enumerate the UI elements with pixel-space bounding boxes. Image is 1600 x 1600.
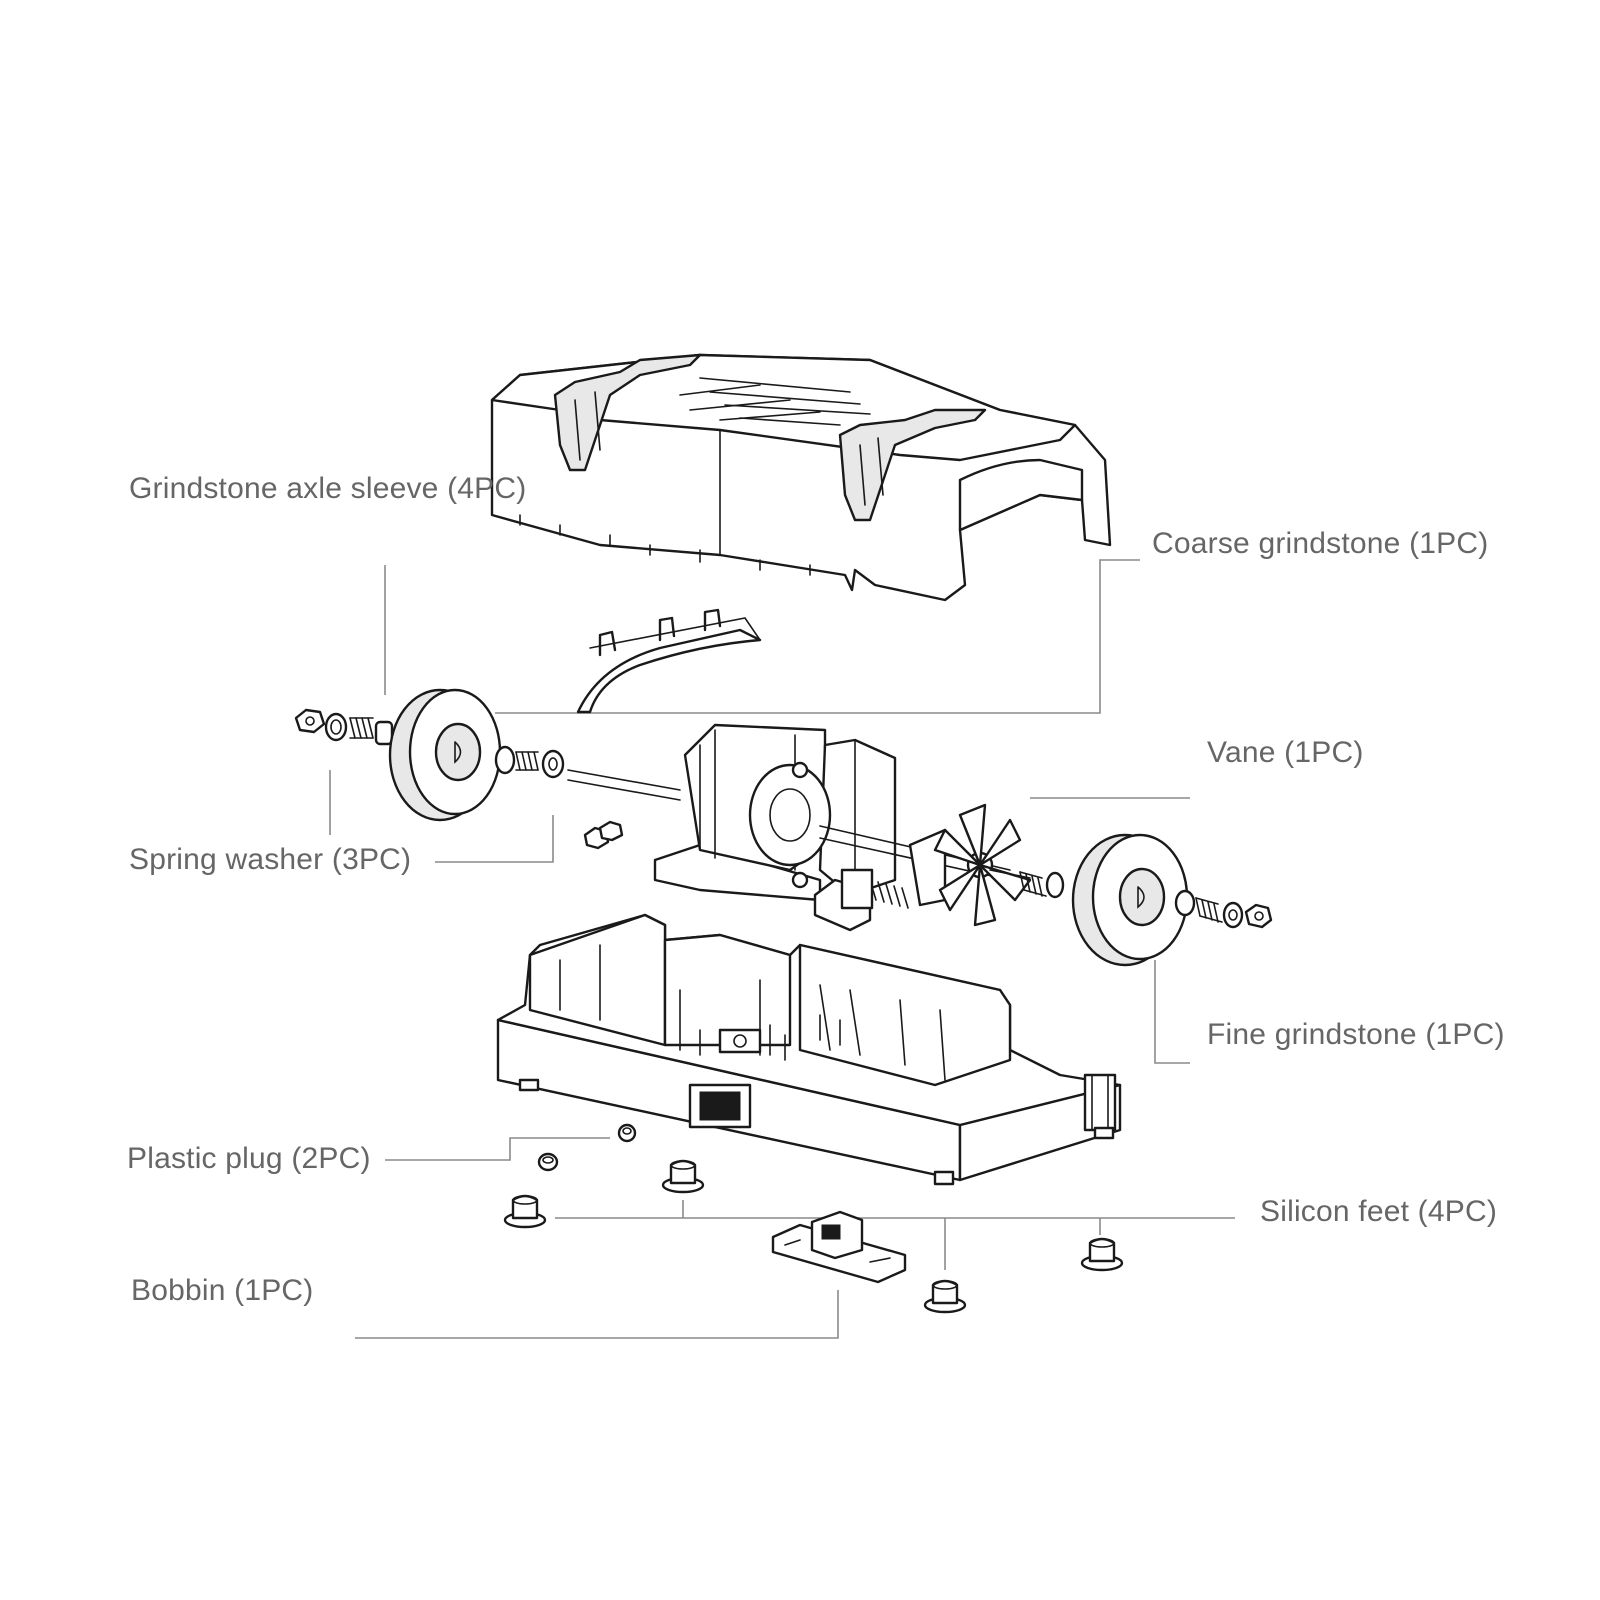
leader-coarse: [495, 559, 1140, 714]
label-coarse-grindstone: Coarse grindstone (1PC): [1152, 527, 1489, 560]
motor-assembly: [653, 723, 1011, 932]
leader-plastic-plug: [385, 1137, 610, 1161]
left-axle-assembly: [294, 688, 681, 850]
silicon-foot-3: [923, 1279, 967, 1314]
plastic-plugs: [537, 1123, 637, 1172]
bobbin-part: [771, 1210, 907, 1284]
top-cover: [490, 353, 1112, 602]
silicon-foot-4: [1080, 1237, 1124, 1272]
vane-fan: [933, 803, 1032, 927]
label-plastic-plug: Plastic plug (2PC): [127, 1142, 371, 1175]
label-vane: Vane (1PC): [1207, 736, 1364, 769]
label-fine-grindstone: Fine grindstone (1PC): [1207, 1018, 1505, 1051]
leader-bobbin: [355, 1290, 839, 1339]
base-tray: [496, 913, 1122, 1186]
label-spring-washer: Spring washer (3PC): [129, 843, 412, 876]
label-silicon-feet: Silicon feet (4PC): [1260, 1195, 1498, 1228]
silicon-feet: [503, 1159, 1124, 1314]
leader-fine: [1154, 960, 1190, 1064]
label-bobbin: Bobbin (1PC): [131, 1274, 314, 1307]
leader-lines: [329, 559, 1235, 1339]
label-grindstone-axle-sleeve: Grindstone axle sleeve (4PC): [129, 472, 527, 505]
silicon-foot-2: [661, 1159, 705, 1194]
leader-spring-washer-right: [435, 815, 554, 863]
right-axle-assembly: [1019, 833, 1273, 967]
curved-bracket-part: [576, 608, 762, 714]
silicon-foot-1: [503, 1194, 547, 1229]
